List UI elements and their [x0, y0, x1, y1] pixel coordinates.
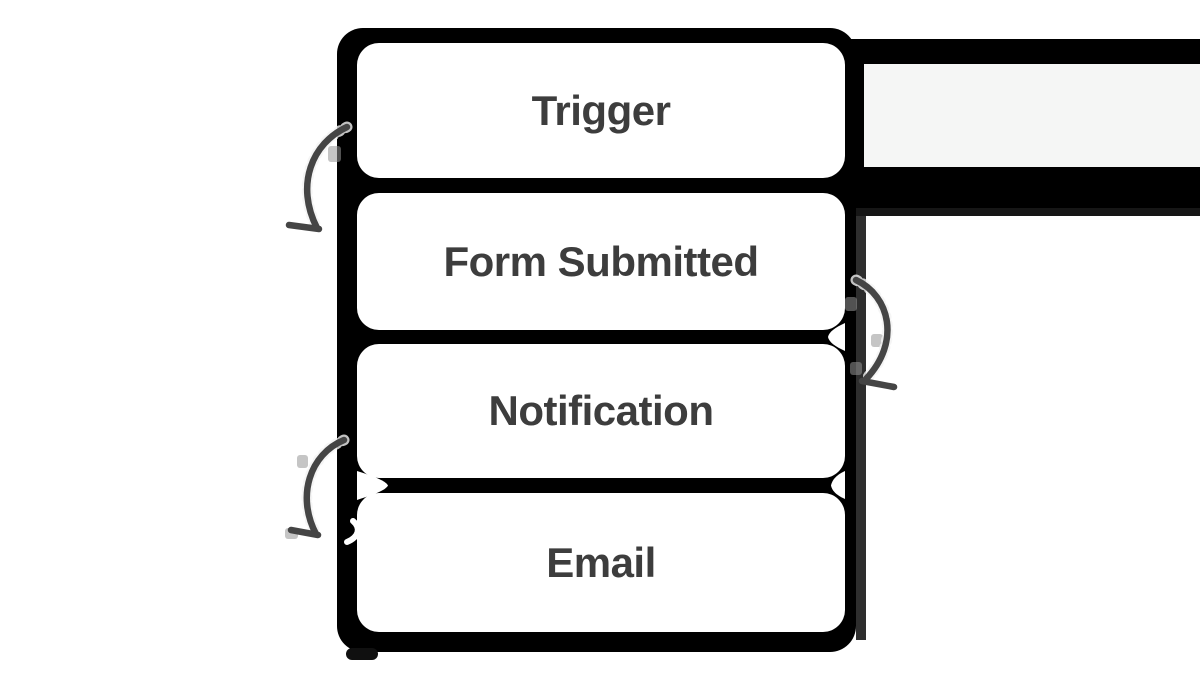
arrow-curve — [303, 123, 351, 232]
arrow-curve — [852, 276, 891, 383]
arrow-curve — [303, 436, 348, 538]
sketch-blob — [328, 146, 341, 162]
neck-gap3-left — [357, 471, 388, 500]
arrowhead — [287, 526, 322, 539]
node-form-submitted[interactable]: Form Submitted — [357, 193, 845, 330]
sketch-blob — [850, 362, 862, 375]
sketch-blob — [871, 334, 883, 347]
band-shadow-edge — [856, 208, 1200, 216]
arrowhead — [285, 221, 323, 233]
node-label: Email — [546, 538, 656, 586]
node-label: Notification — [488, 387, 714, 434]
arrow-form-submitted-to-notification — [850, 274, 898, 391]
node-label: Trigger — [531, 86, 671, 134]
right-shadow-strip — [856, 216, 866, 640]
arrow-trigger-to-form-submitted — [285, 121, 353, 234]
sketch-blob — [297, 455, 308, 468]
neck-gap3-right — [831, 471, 845, 499]
node-notification[interactable]: Notification — [357, 344, 845, 478]
node-email[interactable]: Email — [357, 493, 845, 632]
sketch-blob — [845, 297, 857, 311]
neck-gap2-right — [828, 323, 845, 351]
arrowhead — [858, 377, 898, 391]
arrow-notification-to-email — [287, 434, 361, 545]
bottom-edge-blob — [346, 648, 378, 660]
top-right-panel — [864, 64, 1200, 167]
node-label: Form Submitted — [443, 237, 760, 285]
node-trigger[interactable]: Trigger — [357, 43, 845, 178]
